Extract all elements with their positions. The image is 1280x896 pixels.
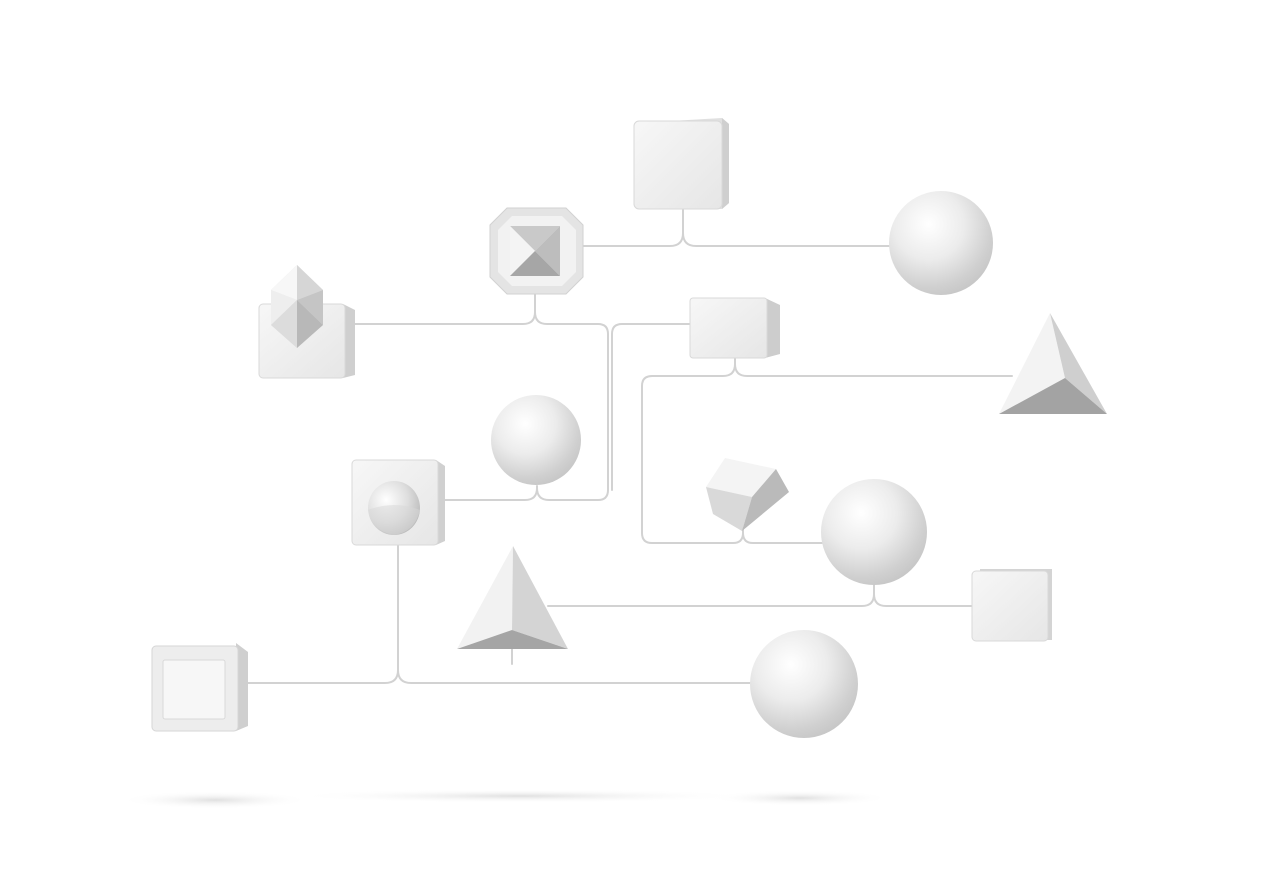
wire-sphere-to-pyramid-left bbox=[547, 581, 875, 607]
wire-slab-to-tilted-cube bbox=[641, 363, 744, 544]
wire-slab-to-trunk bbox=[611, 323, 691, 491]
slab-node bbox=[689, 297, 780, 359]
sphere-node bbox=[750, 630, 858, 738]
wire-cube-to-sphere bbox=[682, 232, 891, 247]
wire-octagon-to-trunk bbox=[534, 311, 609, 501]
sphere-node bbox=[889, 191, 993, 295]
cone-box-node bbox=[351, 459, 445, 546]
wire-sphere-to-cone-box bbox=[444, 487, 538, 501]
tilted-cube-node bbox=[706, 458, 789, 531]
pyramid-node bbox=[999, 313, 1107, 414]
framed-cube-node bbox=[151, 643, 248, 732]
polyhedron-box-node bbox=[258, 265, 355, 379]
cube-node bbox=[971, 569, 1052, 642]
octagon-pyramid-node bbox=[489, 207, 584, 295]
wire-sphere-to-cube-right bbox=[873, 593, 973, 607]
sphere-node bbox=[491, 395, 581, 485]
wire-octagon-to-polyhedron bbox=[354, 293, 536, 325]
sphere-node bbox=[821, 479, 927, 585]
cube-node bbox=[633, 118, 729, 210]
wire-cone-box-to-sphere-bottom bbox=[397, 669, 751, 684]
pyramid-node bbox=[457, 546, 568, 649]
wire-cube-to-octagon bbox=[582, 207, 684, 247]
connection-wires bbox=[247, 207, 1013, 684]
wire-slab-to-pyramid bbox=[734, 357, 1013, 377]
wire-tilted-cube-to-sphere bbox=[742, 532, 823, 544]
wire-cone-box-to-framed-cube bbox=[247, 544, 399, 684]
ground-shadow bbox=[120, 789, 890, 809]
